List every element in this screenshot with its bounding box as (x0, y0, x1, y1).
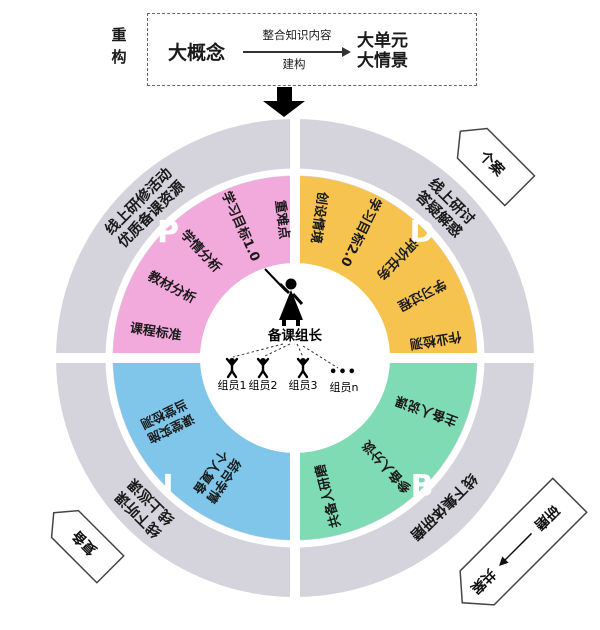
member-icon-3 (296, 357, 310, 379)
item-d-1: 创设情境 (307, 190, 330, 245)
letter-p: P (157, 215, 179, 250)
banner-polish-to-common-plan: 研磨 共案 (459, 477, 588, 606)
group-leader-icon (264, 268, 304, 326)
flow-box (147, 13, 477, 86)
member-label-2: 组员2 (249, 378, 278, 392)
member-label-3: 组员3 (289, 378, 318, 392)
banner-shape (456, 127, 536, 207)
letter-i: I (162, 469, 173, 504)
member-icons (225, 357, 310, 379)
member-icon-1 (225, 357, 239, 379)
member-icon-2 (256, 357, 270, 379)
horizontal-gap (56, 353, 534, 363)
group-leader-label: 备课组长 (267, 327, 322, 344)
down-arrow-head-icon (263, 101, 305, 117)
banner-individual-plan: 个案 (456, 127, 536, 207)
banner-arrow-line (502, 532, 533, 563)
arrow-label-top: 整合知识内容 (262, 28, 332, 42)
big-concept-label: 大概念 (168, 42, 226, 64)
flow-arrow-head-icon (342, 47, 351, 57)
down-arrow-icon (277, 87, 292, 102)
member-label-n: 组员n (330, 380, 359, 394)
reconstruct-label: 重构 (111, 26, 127, 66)
flow-arrow-line (243, 51, 343, 53)
arrow-label-bottom: 建构 (282, 57, 306, 71)
banner-re-preparation: 复备 (50, 509, 125, 584)
leader-member-connectors (232, 343, 339, 369)
letter-b: B (411, 469, 434, 504)
banner-shape (50, 509, 125, 584)
ellipsis-dots: ••• (329, 365, 357, 380)
item-p-5: 重难点 (272, 199, 293, 240)
letter-d: D (410, 215, 435, 250)
big-unit-scene-label: 大单元 大情景 (357, 31, 408, 71)
member-label-1: 组员1 (218, 378, 247, 392)
